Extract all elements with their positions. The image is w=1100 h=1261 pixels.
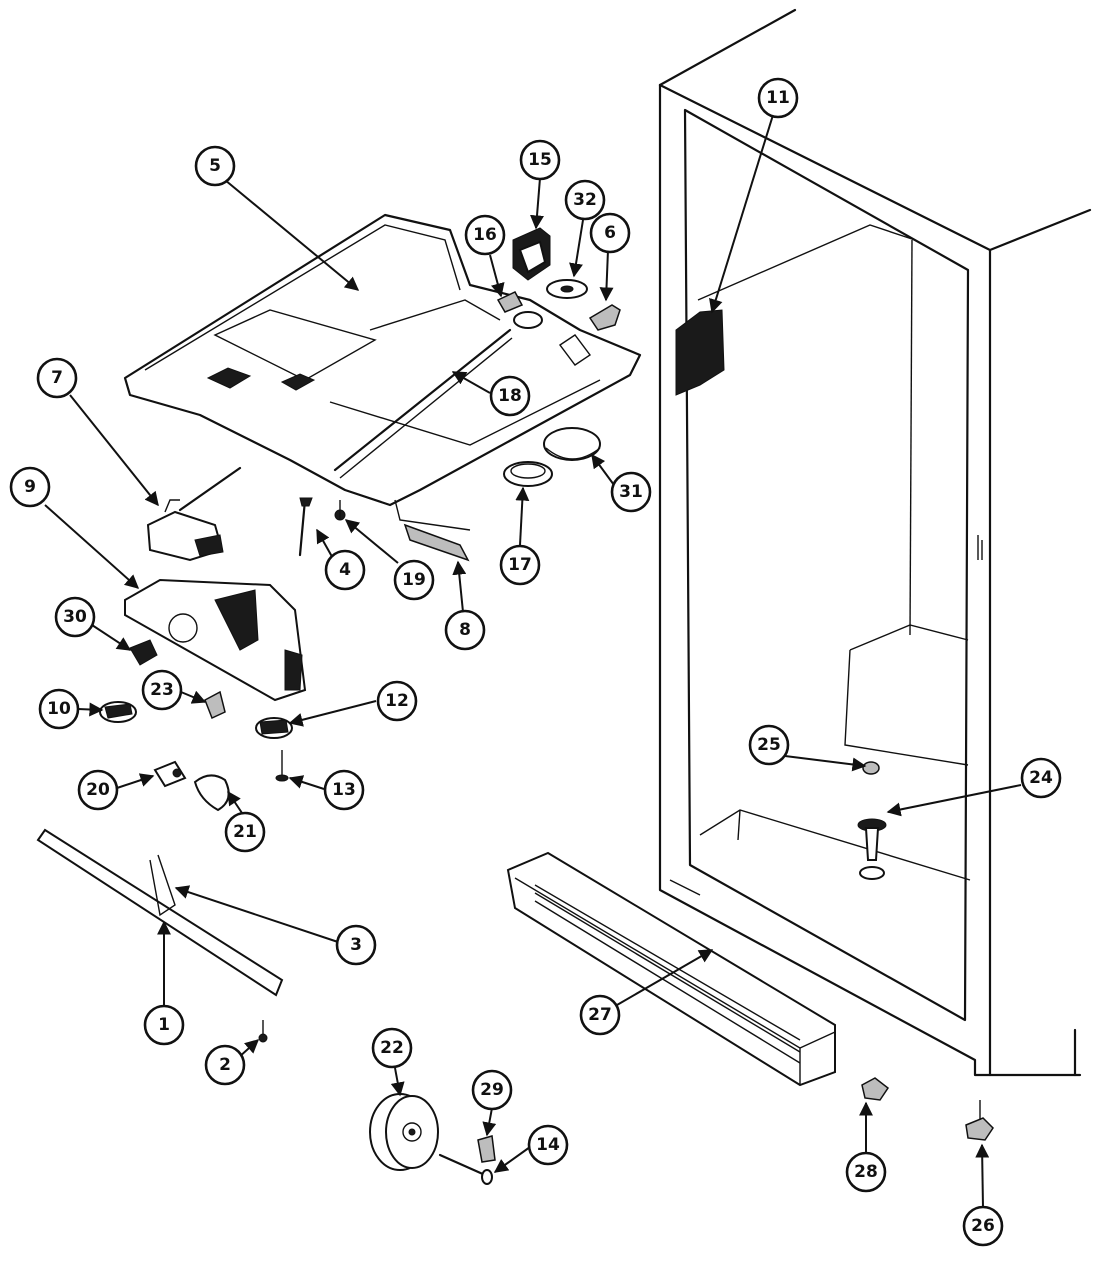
callout-11: 11 [757,77,799,119]
callout-3: 3 [335,924,377,966]
callout-label: 9 [24,477,36,497]
callout-label: 1 [158,1015,170,1035]
axle-pin-icon [438,1153,493,1185]
callout-label: 16 [473,225,497,245]
screw-icon [298,497,313,557]
callout-label: 18 [498,386,522,406]
callout-label: 6 [604,223,616,243]
lamp-socket-icon [255,717,293,739]
roller-wheel-icon [369,1093,439,1171]
callout-label: 30 [63,607,87,627]
callout-label: 11 [766,88,790,108]
freezer-top-cover-icon [123,213,642,531]
callout-label: 21 [233,822,257,842]
callout-10: 10 [38,688,80,730]
callout-label: 4 [339,560,351,580]
callout-24: 24 [1020,757,1062,799]
callout-2: 2 [204,1044,246,1086]
callout-label: 15 [528,150,552,170]
callout-label: 14 [536,1135,560,1155]
control-housing-icon [512,227,551,281]
callout-label: 10 [47,699,71,719]
callout-label: 20 [86,780,110,800]
callout-12: 12 [376,680,418,722]
callout-19: 19 [393,559,435,601]
sensor-icon [129,639,158,666]
callout-22: 22 [371,1027,413,1069]
callout-28: 28 [845,1151,887,1193]
housing-icon [124,578,307,702]
ring-icon [503,461,553,487]
callout-label: 24 [1029,768,1053,788]
callout-label: 31 [619,482,643,502]
light-bulb-icon [193,774,230,812]
callout-14: 14 [527,1124,569,1166]
callout-18: 18 [489,375,531,417]
callout-label: 17 [508,555,532,575]
control-rod-icon [333,328,513,479]
callout-4: 4 [324,549,366,591]
callout-label: 22 [380,1038,404,1058]
callout-31: 31 [610,471,652,513]
heater-strip-icon [36,828,284,997]
bulb-socket-icon [99,701,137,723]
leveling-clip-icon [861,1077,890,1101]
callout-label: 27 [588,1005,612,1025]
callout-32: 32 [564,179,606,221]
callout-13: 13 [323,769,365,811]
damper-motor-icon [146,466,242,562]
refrigerator-cabinet-icon [658,8,1092,1077]
callout-7: 7 [36,357,78,399]
callout-label: 2 [219,1055,231,1075]
screw-icon [334,500,346,521]
callout-label: 29 [480,1080,504,1100]
switch-icon [204,690,226,720]
strip-icon [403,523,470,562]
callout-label: 26 [971,1216,995,1236]
callout-8: 8 [444,609,486,651]
cap-icon [543,427,601,461]
callout-label: 23 [150,680,174,700]
callout-17: 17 [499,544,541,586]
leader-lines [44,114,1022,1209]
callout-15: 15 [519,139,561,181]
callout-label: 19 [402,570,426,590]
callout-label: 32 [573,190,597,210]
callout-label: 5 [209,156,221,176]
screw-icon [275,750,289,782]
callout-25: 25 [748,724,790,766]
toe-grille-icon [506,851,836,1087]
callout-27: 27 [579,994,621,1036]
callout-9: 9 [9,466,51,508]
callout-21: 21 [224,811,266,853]
clip-icon [588,304,621,331]
leveling-leg-icon [965,1100,994,1141]
washer-icon [546,279,588,299]
callout-label: 7 [51,368,63,388]
callout-16: 16 [464,214,506,256]
callout-1: 1 [143,1004,185,1046]
plug-icon [862,761,880,775]
callout-20: 20 [77,769,119,811]
callout-26: 26 [962,1205,1004,1247]
callout-29: 29 [471,1069,513,1111]
callout-label: 28 [854,1162,878,1182]
callout-5: 5 [194,145,236,187]
callout-label: 12 [385,691,409,711]
callout-label: 8 [459,620,471,640]
callout-label: 3 [350,935,362,955]
callout-6: 6 [589,212,631,254]
clip-icon [477,1135,496,1163]
drain-tube-icon [857,818,887,880]
screw-icon [258,1020,268,1043]
knob-icon [496,291,543,329]
callout-label: 25 [757,735,781,755]
callout-label: 13 [332,780,356,800]
socket-icon [153,760,187,788]
callout-30: 30 [54,596,96,638]
callout-23: 23 [141,669,183,711]
